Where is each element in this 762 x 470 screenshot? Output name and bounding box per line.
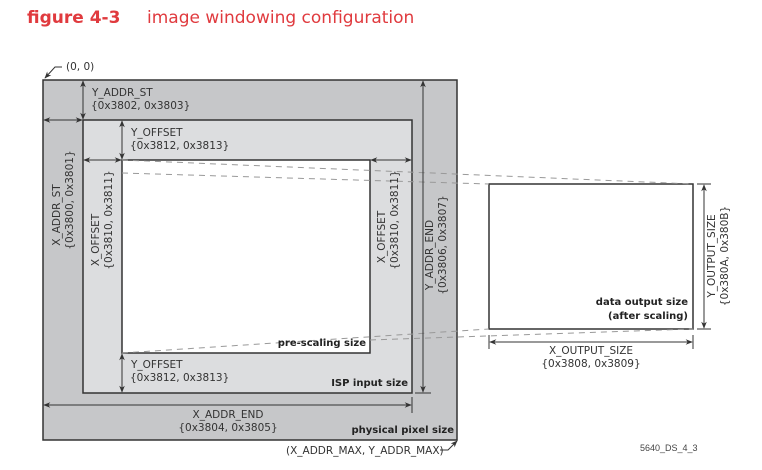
output-label-line1: data output size [596,297,688,308]
projection-lines [121,159,694,354]
isp-input-label: ISP input size [331,378,408,389]
y-addr-st-name: Y_ADDR_ST [91,87,153,99]
x-addr-end-name: X_ADDR_END [193,409,264,421]
origin-label: (0, 0) [66,61,94,73]
physical-pixel-label: physical pixel size [352,425,455,436]
output-region [488,183,694,330]
x-output-size-regs: {0x3808, 0x3809} [541,358,640,370]
y-addr-st-regs: {0x3802, 0x3803} [91,100,190,112]
x-addr-st-regs: {0x3800, 0x3801} [64,150,76,249]
y-offset-bottom-name: Y_OFFSET [130,359,183,371]
x-offset-left-name: X_OFFSET [90,213,102,266]
y-output-size-regs: {0x380A, 0x380B} [719,206,731,306]
x-offset-left-regs: {0x3810, 0x3811} [103,170,115,269]
end-point-label: (X_ADDR_MAX, Y_ADDR_MAX) [286,445,444,457]
figure-title: figure 4-3 image windowing configuration [27,8,414,28]
y-offset-bottom-regs: {0x3812, 0x3813} [130,372,229,384]
pre-scaling-region [121,159,371,354]
y-offset-top-regs: {0x3812, 0x3813} [130,140,229,152]
y-output-size-name: Y_OUTPUT_SIZE [706,214,718,298]
x-offset-right-regs: {0x3810, 0x3811} [389,170,401,269]
x-addr-end-regs: {0x3804, 0x3805} [178,422,277,434]
x-addr-st-name: X_ADDR_ST [51,184,63,246]
end-pointer [440,440,458,451]
output-label-line2: (after scaling) [608,311,688,322]
pre-scaling-label: pre-scaling size [278,338,366,349]
figure-number: figure 4-3 [27,8,121,28]
figure-caption: image windowing configuration [147,8,415,28]
x-output-size-name: X_OUTPUT_SIZE [549,345,633,357]
y-addr-end-regs: {0x3806, 0x3807} [437,195,449,294]
x-offset-right-name: X_OFFSET [376,210,388,263]
figure-ref-id: 5640_DS_4_3 [640,443,698,453]
y-offset-top-name: Y_OFFSET [130,127,183,139]
y-addr-end-name: Y_ADDR_END [424,220,436,291]
origin-pointer [44,66,62,79]
